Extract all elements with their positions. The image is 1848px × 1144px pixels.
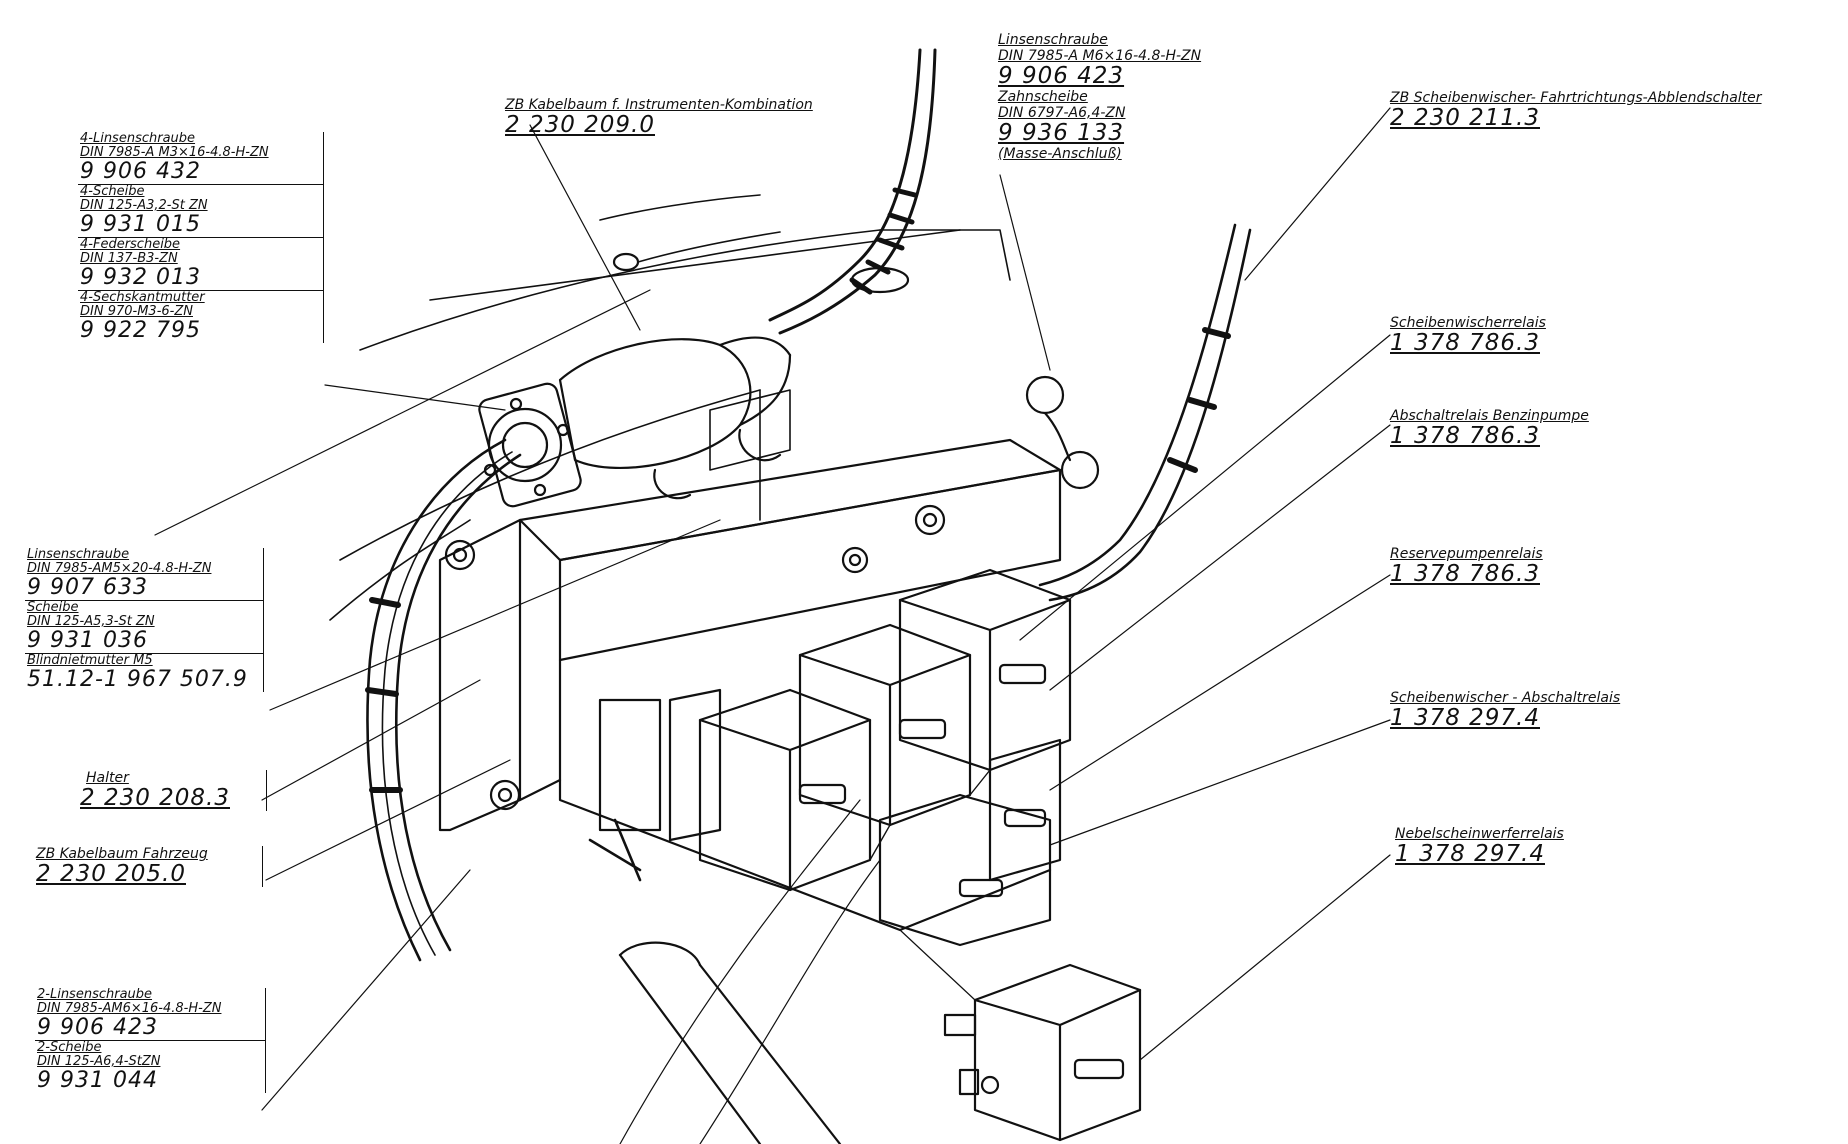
masse-anschluss-label: Linsenschraube DIN 7985-A M6×16-4.8-H-ZN…	[998, 32, 1201, 162]
part-spec: DIN 125-A3,2-St ZN	[80, 198, 208, 213]
hardware-item: 4-Linsenschraube DIN 7985-A M3×16-4.8-H-…	[78, 132, 323, 185]
part-title: Blindnietmutter M5	[27, 653, 153, 668]
scheibenwischer-schalter-label: ZB Scheibenwischer- Fahrtrichtungs-Abble…	[1390, 90, 1762, 131]
part-spec: DIN 7985-AM5×20-4.8-H-ZN	[27, 561, 212, 576]
masse-note: (Masse-Anschluß)	[998, 146, 1122, 162]
part-title: Scheibenwischer - Abschaltrelais	[1390, 690, 1621, 706]
part-number: 2 230 208.3	[80, 785, 230, 811]
part-title: 4-Federscheibe	[80, 237, 181, 252]
hardware-item: 4-Sechskantmutter DIN 970-M3-6-ZN 9 922 …	[78, 291, 323, 343]
hardware-block-left-bottom: 2-Linsenschraube DIN 7985-AM6×16-4.8-H-Z…	[35, 988, 266, 1093]
part-number: 9 931 015	[80, 212, 201, 237]
part-spec: DIN 137-B3-ZN	[80, 251, 178, 266]
relay-label: Scheibenwischer - Abschaltrelais 1 378 2…	[1390, 690, 1620, 731]
fog-light-relay	[943, 963, 1142, 1142]
hardware-item: 2-Linsenschraube DIN 7985-AM6×16-4.8-H-Z…	[35, 988, 265, 1041]
part-title: Abschaltrelais Benzinpumpe	[1390, 408, 1589, 424]
leader-lines	[154, 107, 1391, 1111]
part-title: ZB Scheibenwischer- Fahrtrichtungs-Abble…	[1390, 90, 1762, 106]
part-title: Zahnscheibe	[998, 89, 1088, 105]
part-number: 9 936 133	[998, 120, 1125, 146]
part-number: 1 378 786.3	[1390, 561, 1540, 587]
part-title: ZB Kabelbaum f. Instrumenten-Kombination	[505, 97, 813, 113]
cylinder-part	[618, 941, 842, 1144]
part-number: 2 230 211.3	[1390, 105, 1540, 131]
part-number: 1 378 786.3	[1390, 330, 1540, 356]
part-number: 9 906 423	[37, 1015, 158, 1040]
relay-label: Reservepumpenrelais 1 378 786.3	[1390, 546, 1543, 587]
relay-label: Abschaltrelais Benzinpumpe 1 378 786.3	[1390, 408, 1589, 449]
part-spec: DIN 7985-A M6×16-4.8-H-ZN	[998, 48, 1202, 64]
part-spec: DIN 7985-A M3×16-4.8-H-ZN	[80, 145, 269, 160]
hardware-item: Blindnietmutter M5 51.12-1 967 507.9	[25, 654, 263, 692]
part-number: 9 906 432	[80, 159, 201, 184]
part-spec: DIN 125-A5,3-St ZN	[27, 614, 155, 629]
part-number: 1 378 786.3	[1390, 423, 1540, 449]
part-number: 9 931 044	[37, 1068, 158, 1093]
vehicle-cable-harness	[365, 438, 522, 962]
part-title: 2-Scheibe	[37, 1040, 102, 1055]
part-title: Scheibenwischerrelais	[1390, 315, 1546, 331]
part-number: 2 230 205.0	[36, 861, 186, 887]
bracket-halter	[438, 438, 1062, 832]
part-title: 2-Linsenschraube	[37, 987, 153, 1002]
hardware-item: Linsenschraube DIN 7985-AM5×20-4.8-H-ZN …	[25, 548, 263, 601]
part-number: 1 378 297.4	[1395, 841, 1545, 867]
halter-label: Halter 2 230 208.3	[80, 770, 267, 811]
part-number: 9 931 036	[27, 628, 148, 653]
part-number: 9 906 423	[998, 63, 1125, 89]
relay-label: Scheibenwischerrelais 1 378 786.3	[1390, 315, 1546, 356]
part-spec: DIN 6797-A6,4-ZN	[998, 105, 1126, 121]
switch-cable-harness	[1025, 223, 1252, 602]
part-number: 9 907 633	[27, 575, 148, 600]
part-spec: DIN 125-A6,4-StZN	[37, 1054, 161, 1069]
hardware-item: Scheibe DIN 125-A5,3-St ZN 9 931 036	[25, 601, 263, 654]
part-title: 4-Linsenschraube	[80, 131, 196, 146]
part-title: Reservepumpenrelais	[1390, 546, 1543, 562]
instrument-cable-harness	[612, 48, 937, 335]
part-title: ZB Kabelbaum Fahrzeug	[36, 846, 208, 862]
hardware-item: 2-Scheibe DIN 125-A6,4-StZN 9 931 044	[35, 1041, 265, 1093]
kabelbaum-instrumente-label: ZB Kabelbaum f. Instrumenten-Kombination…	[505, 97, 813, 138]
part-title: Linsenschraube	[27, 547, 130, 562]
part-number: 9 932 013	[80, 265, 201, 290]
relay-cubes	[698, 568, 1072, 947]
dashboard-panel-outline	[329, 194, 1011, 1144]
part-number: 2 230 209.0	[505, 112, 655, 138]
hardware-item: 4-Federscheibe DIN 137-B3-ZN 9 932 013	[78, 238, 323, 291]
part-title: 4-Scheibe	[80, 184, 145, 199]
part-title: Scheibe	[27, 600, 79, 615]
round-connector	[478, 336, 792, 508]
hardware-block-left-mid: Linsenschraube DIN 7985-AM5×20-4.8-H-ZN …	[25, 548, 264, 692]
part-spec: DIN 7985-AM6×16-4.8-H-ZN	[37, 1001, 222, 1016]
part-title: Linsenschraube	[998, 32, 1108, 48]
part-title: Nebelscheinwerferrelais	[1395, 826, 1564, 842]
hardware-item: 4-Scheibe DIN 125-A3,2-St ZN 9 931 015	[78, 185, 323, 238]
part-title: 4-Sechskantmutter	[80, 290, 205, 305]
kabelbaum-fahrzeug-label: ZB Kabelbaum Fahrzeug 2 230 205.0	[36, 846, 263, 887]
part-number: 51.12-1 967 507.9	[27, 667, 248, 692]
part-title: Halter	[86, 770, 129, 786]
relay-label: Nebelscheinwerferrelais 1 378 297.4	[1395, 826, 1564, 867]
part-spec: DIN 970-M3-6-ZN	[80, 304, 193, 319]
part-number: 9 922 795	[80, 318, 201, 343]
part-number: 1 378 297.4	[1390, 705, 1540, 731]
hardware-block-left-top: 4-Linsenschraube DIN 7985-A M3×16-4.8-H-…	[78, 132, 324, 343]
relay-carrier	[558, 468, 1062, 932]
